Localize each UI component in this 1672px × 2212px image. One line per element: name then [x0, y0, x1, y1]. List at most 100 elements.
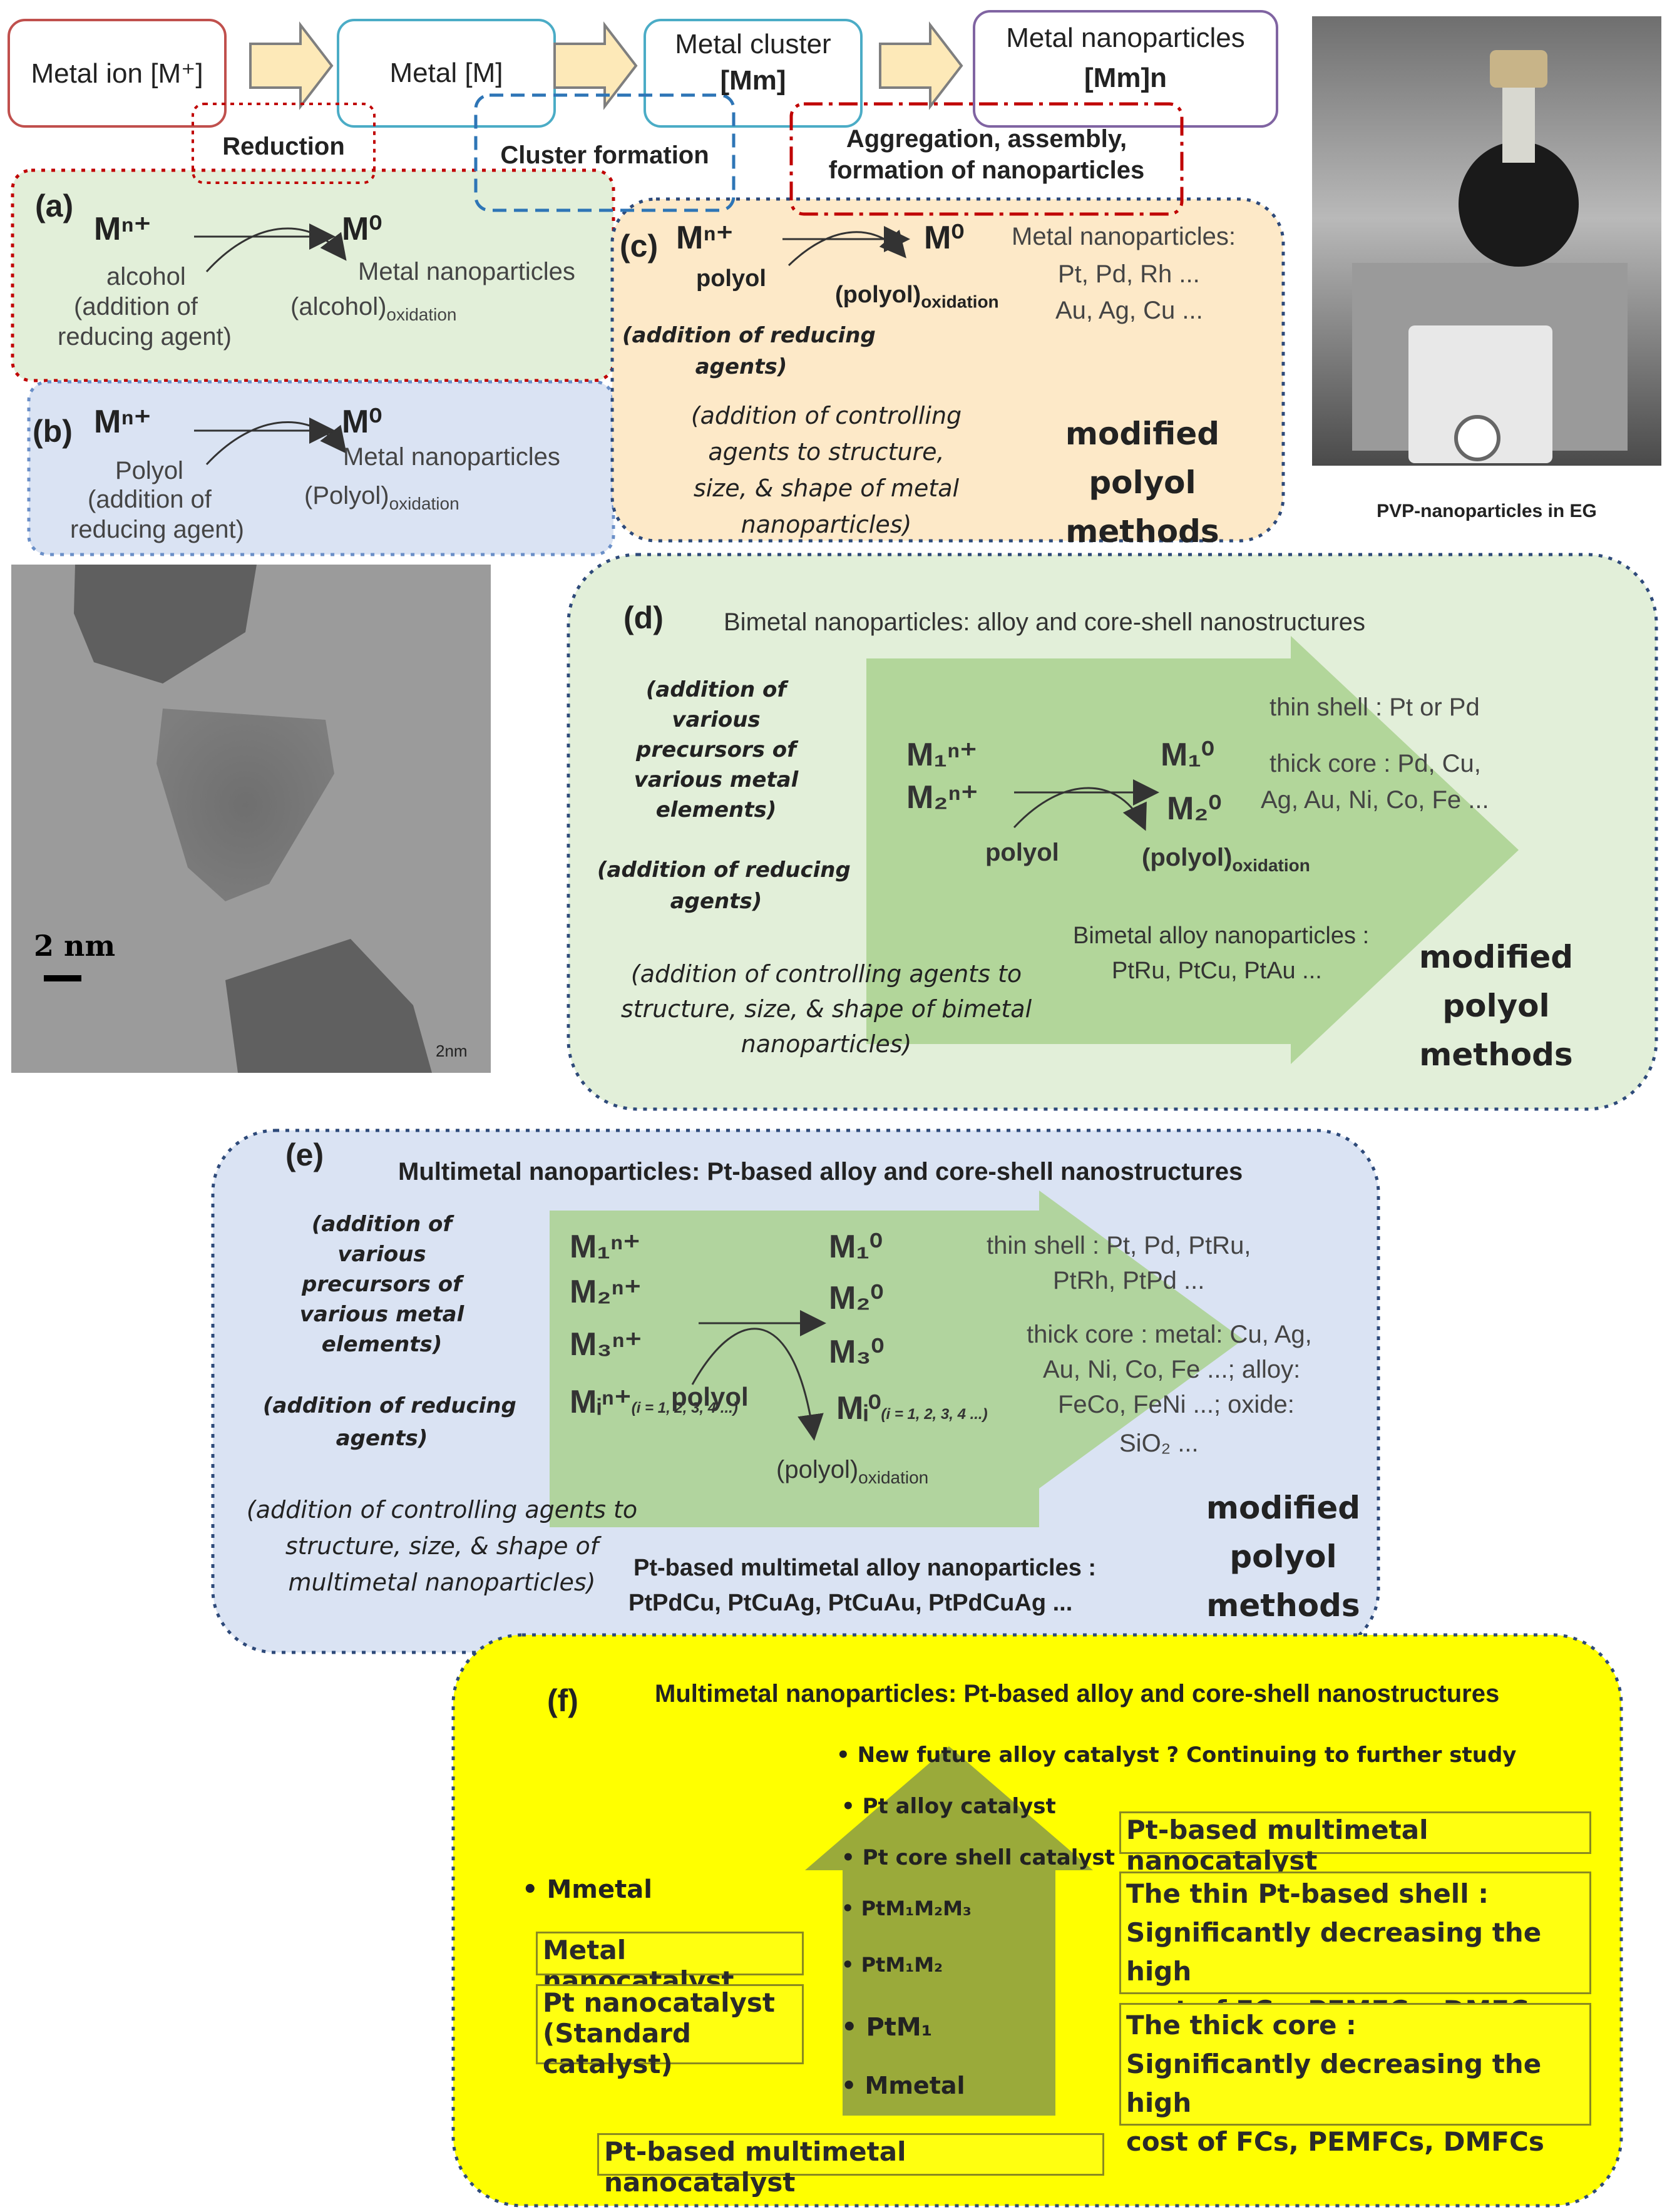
aggregation-label-1: Aggregation, assembly, — [846, 125, 1127, 153]
panel-d-precursors-2: various — [672, 707, 761, 732]
flow-nanoparticles-title: Metal nanoparticles — [1006, 23, 1245, 53]
flow-metal-ion: Metal ion [M⁺] — [31, 58, 203, 89]
thin-shell-line2: Significantly decreasing the high — [1126, 1917, 1542, 1987]
panel-f-stack-1: • Pt alloy catalyst — [841, 1794, 1056, 1819]
reduction-box — [192, 103, 376, 184]
flow-box-cluster — [644, 19, 863, 128]
panel-e-core-4: SiO₂ ... — [1119, 1430, 1199, 1457]
thick-core-line1: The thick core : — [1126, 2010, 1357, 2040]
panel-e-big-arrow — [550, 1190, 1243, 1527]
panel-a-agent: alcohol — [106, 263, 186, 290]
flow-arrow-2 — [553, 21, 638, 110]
panel-e-precursors-1: (addition of — [311, 1212, 453, 1237]
panel-c-np-line2: Au, Ag, Cu ... — [1055, 297, 1203, 324]
flow-arrow-1 — [249, 21, 334, 110]
panel-e-reactant-3: M₃ⁿ⁺ — [570, 1326, 642, 1363]
panel-e-method-3: methods — [1206, 1587, 1360, 1624]
panel-e-controlling-3: multimetal nanoparticles) — [288, 1569, 596, 1596]
panel-c-reducing-1: (addition of reducing — [622, 323, 876, 348]
pt-nanocatalyst-box: Pt nanocatalyst (Standard catalyst) — [536, 1984, 804, 2079]
panel-d-precursors-3: precursors of — [636, 737, 796, 762]
panel-d-agent: polyol — [985, 839, 1059, 866]
flow-nanoparticles-formula: [Mm]n — [1084, 63, 1167, 93]
flow-cluster-title: Metal cluster — [675, 29, 831, 59]
panel-a-note-2: reducing agent) — [58, 323, 232, 351]
cluster-formation-label: Cluster formation — [500, 141, 709, 169]
panel-e-product-3: M₃⁰ — [829, 1334, 885, 1370]
panel-e-core-1: thick core : metal: Cu, Ag, — [1027, 1321, 1312, 1348]
panel-e-method-1: modified — [1206, 1490, 1361, 1526]
reaction-arrow-d — [1013, 787, 1147, 831]
panel-c-np-line1: Pt, Pd, Rh ... — [1058, 260, 1200, 288]
panel-b-note-2: reducing agent) — [70, 516, 244, 543]
panel-e-reactant-1: M₁ⁿ⁺ — [570, 1229, 640, 1265]
panel-e-reducing-2: agents) — [336, 1426, 428, 1451]
panel-f-stack-0: • New future alloy catalyst ? Continuing… — [836, 1743, 1517, 1768]
tem-scale-label: 2 nm — [34, 929, 116, 963]
panel-a-bg — [11, 168, 615, 382]
panel-a-product-desc: Metal nanoparticles — [358, 258, 575, 285]
right-nanocatalyst-box: Pt-based multimetal nanocatalyst — [1119, 1811, 1591, 1876]
panel-d-product-1: M₁⁰ — [1161, 737, 1214, 773]
pt-nanocatalyst-line1: Pt nanocatalyst — [543, 1987, 775, 2018]
panel-d-alloy-1: Bimetal alloy nanoparticles : — [1073, 923, 1370, 949]
panel-c-controlling-2: agents to structure, — [708, 438, 945, 466]
panel-e-precursors-2: various — [337, 1242, 426, 1267]
panel-e-shell-2: PtRh, PtPd ... — [1053, 1267, 1205, 1294]
pt-nanocatalyst-line2: (Standard catalyst) — [543, 2018, 691, 2079]
panel-f-stack-3: • PtM₁M₂M₃ — [841, 1897, 972, 1920]
panel-d-reducing-2: agents) — [670, 889, 762, 914]
panel-e-precursors-4: various metal — [299, 1302, 464, 1327]
panel-e-alloy-2: PtPdCu, PtCuAg, PtCuAu, PtPdCuAg ... — [628, 1590, 1073, 1616]
panel-f-label: (f) — [547, 1683, 578, 1718]
panel-e-precursors-5: elements) — [321, 1332, 443, 1357]
panel-e-method-2: polyol — [1229, 1539, 1337, 1575]
panel-d-reducing-1: (addition of reducing — [597, 858, 851, 883]
panel-f-left-bullet: • Mmetal — [522, 1875, 652, 1904]
panel-d-controlling-3: nanoparticles) — [741, 1030, 912, 1058]
photo-caption: PVP-nanoparticles in EG — [1377, 501, 1597, 521]
panel-d-precursors-1: (addition of — [645, 677, 787, 702]
panel-c-byproduct: (polyol)oxidation — [835, 282, 999, 312]
panel-e-core-3: FeCo, FeNi ...; oxide: — [1058, 1391, 1295, 1418]
panel-c-method-2: polyol — [1089, 464, 1196, 501]
panel-c-reducing-2: agents) — [695, 354, 787, 379]
panel-c-method-3: methods — [1065, 513, 1219, 550]
thin-shell-line1: The thin Pt-based shell : — [1126, 1878, 1489, 1909]
panel-e-title: Multimetal nanoparticles: Pt-based alloy… — [398, 1158, 1243, 1185]
thin-shell-box: The thin Pt-based shell : Significantly … — [1119, 1871, 1591, 2025]
panel-c-reactant: Mⁿ⁺ — [676, 220, 734, 256]
panel-d-precursors-4: various metal — [633, 767, 799, 792]
flow-arrow-3 — [879, 21, 963, 110]
panel-d-product-2: M₂⁰ — [1167, 791, 1222, 827]
panel-a-label: (a) — [35, 188, 74, 223]
panel-b-byproduct: (Polyol)oxidation — [304, 482, 459, 513]
panel-e-controlling-2: structure, size, & shape of — [285, 1532, 599, 1560]
panel-b-label: (b) — [33, 414, 73, 449]
panel-b-agent: Polyol — [115, 457, 183, 484]
panel-e-controlling-1: (addition of controlling agents to — [246, 1496, 638, 1523]
flow-cluster-formula: [Mm] — [720, 65, 786, 96]
panel-d-shell: thin shell : Pt or Pd — [1269, 694, 1480, 721]
panel-b-note-1: (addition of — [88, 486, 212, 513]
flow-box-metal-ion — [8, 19, 227, 128]
panel-e-reactant-2: M₂ⁿ⁺ — [570, 1274, 642, 1310]
panel-d-method-3: methods — [1419, 1037, 1573, 1073]
thick-core-box: The thick core : Significantly decreasin… — [1119, 2003, 1591, 2157]
panel-e-core-2: Au, Ni, Co, Fe ...; alloy: — [1043, 1356, 1301, 1383]
panel-d-controlling-1: (addition of controlling agents to — [630, 960, 1022, 988]
panel-d-core-1: thick core : Pd, Cu, — [1269, 750, 1481, 777]
panel-e-alloy-1: Pt-based multimetal alloy nanoparticles … — [633, 1555, 1097, 1581]
panel-f-stack-4: • PtM₁M₂ — [841, 1953, 943, 1977]
tem-corner-label: 2nm — [436, 1042, 468, 1060]
panel-c-label: (c) — [620, 228, 659, 264]
panel-e-reducing-1: (addition of reducing — [263, 1393, 516, 1418]
panel-d-byproduct: (polyol)oxidation — [1142, 844, 1310, 875]
panel-d-reactant-2: M₂ⁿ⁺ — [906, 779, 978, 816]
reaction-arrow-e — [691, 1328, 824, 1441]
cluster-formation-box — [474, 93, 736, 212]
panel-d-label: (d) — [623, 600, 664, 635]
panel-d-reactant-1: M₁ⁿ⁺ — [906, 737, 977, 773]
metal-nanocatalyst-box: Metal nanocatalyst — [536, 1932, 804, 1996]
panel-d-method-1: modified — [1418, 939, 1574, 975]
